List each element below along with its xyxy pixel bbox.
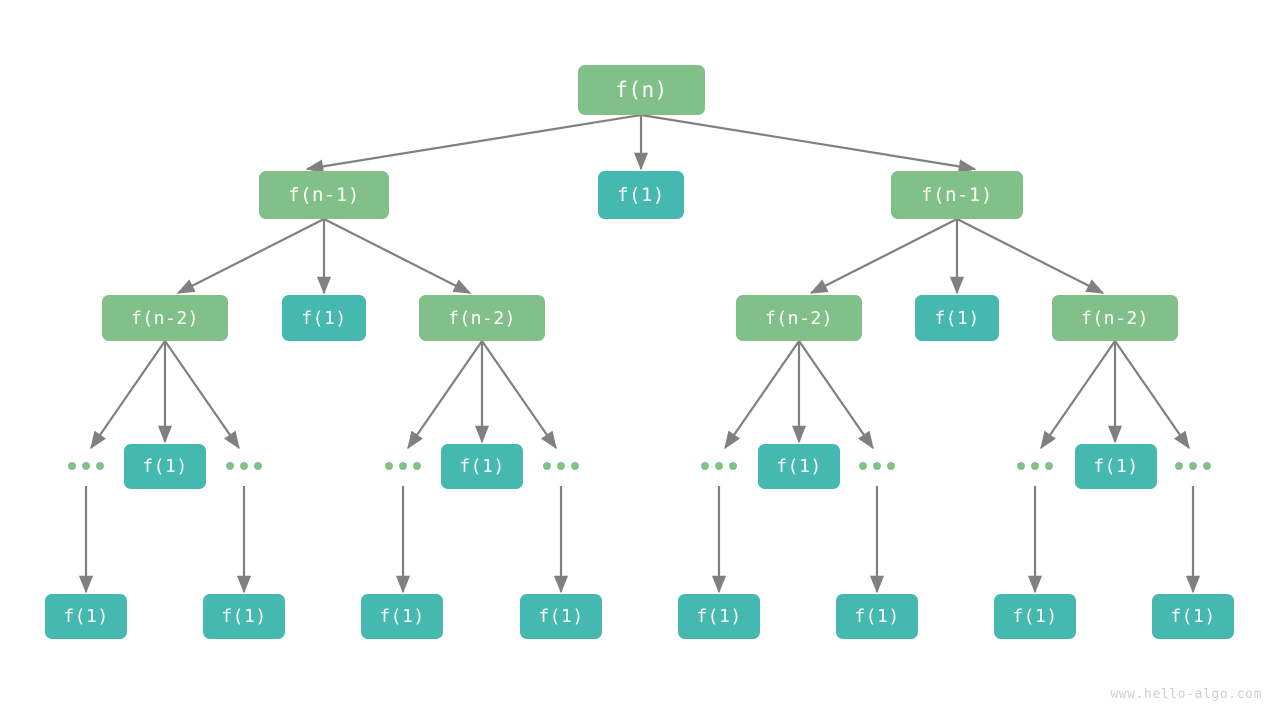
tree-edge <box>176 218 325 294</box>
ellipsis-e3-5 <box>543 462 579 470</box>
tree-node-l1-1[interactable]: f(1) <box>598 171 684 219</box>
ellipsis-dot <box>82 462 90 470</box>
tree-node-l4-2[interactable]: f(1) <box>361 594 443 639</box>
tree-node-l3-4[interactable]: f(1) <box>441 444 523 489</box>
ellipsis-dot <box>873 462 881 470</box>
tree-node-l4-7[interactable]: f(1) <box>1152 594 1234 639</box>
ellipsis-dot <box>385 462 393 470</box>
ellipsis-dot <box>715 462 723 470</box>
ellipsis-dot <box>543 462 551 470</box>
ellipsis-e3-9 <box>1017 462 1053 470</box>
tree-node-l2-4[interactable]: f(1) <box>915 295 999 341</box>
tree-node-l4-0[interactable]: f(1) <box>45 594 127 639</box>
tree-node-l2-3[interactable]: f(n-2) <box>736 295 862 341</box>
ellipsis-dot <box>240 462 248 470</box>
ellipsis-e3-6 <box>701 462 737 470</box>
ellipsis-e3-11 <box>1175 462 1211 470</box>
ellipsis-dot <box>1017 462 1025 470</box>
ellipsis-dot <box>859 462 867 470</box>
ellipsis-dot <box>399 462 407 470</box>
ellipsis-dot <box>413 462 421 470</box>
tree-node-l0-0[interactable]: f(n) <box>578 65 705 115</box>
tree-edge <box>481 340 557 450</box>
ellipsis-dot <box>701 462 709 470</box>
tree-edge <box>724 340 800 450</box>
ellipsis-dot <box>1175 462 1183 470</box>
tree-node-l3-1[interactable]: f(1) <box>124 444 206 489</box>
ellipsis-dot <box>887 462 895 470</box>
tree-node-l2-2[interactable]: f(n-2) <box>419 295 545 341</box>
tree-node-l4-4[interactable]: f(1) <box>678 594 760 639</box>
ellipsis-e3-0 <box>68 462 104 470</box>
tree-node-l4-5[interactable]: f(1) <box>836 594 918 639</box>
tree-node-l4-3[interactable]: f(1) <box>520 594 602 639</box>
ellipsis-dot <box>1203 462 1211 470</box>
ellipsis-dot <box>254 462 262 470</box>
tree-node-l3-10[interactable]: f(1) <box>1075 444 1157 489</box>
tree-edge <box>407 340 483 450</box>
ellipsis-dot <box>1189 462 1197 470</box>
ellipsis-dot <box>571 462 579 470</box>
tree-edge <box>323 218 472 294</box>
ellipsis-dot <box>96 462 104 470</box>
tree-node-l2-1[interactable]: f(1) <box>282 295 366 341</box>
ellipsis-e3-8 <box>859 462 895 470</box>
tree-node-l4-6[interactable]: f(1) <box>994 594 1076 639</box>
tree-node-l2-0[interactable]: f(n-2) <box>102 295 228 341</box>
tree-node-l4-1[interactable]: f(1) <box>203 594 285 639</box>
tree-edge <box>1040 340 1116 450</box>
tree-edge <box>956 218 1105 294</box>
tree-edge <box>798 340 874 450</box>
ellipsis-dot <box>729 462 737 470</box>
ellipsis-e3-2 <box>226 462 262 470</box>
ellipsis-dot <box>226 462 234 470</box>
tree-node-l2-5[interactable]: f(n-2) <box>1052 295 1178 341</box>
watermark-text: www.hello-algo.com <box>1110 687 1262 702</box>
tree-node-l1-0[interactable]: f(n-1) <box>259 171 389 219</box>
tree-edge <box>90 340 166 450</box>
tree-edge <box>640 113 977 174</box>
tree-edge <box>305 113 642 174</box>
ellipsis-dot <box>1045 462 1053 470</box>
tree-edge <box>1114 340 1190 450</box>
tree-edge <box>164 340 240 450</box>
tree-node-l1-2[interactable]: f(n-1) <box>891 171 1023 219</box>
edge-group <box>78 113 1201 594</box>
ellipsis-dot <box>1031 462 1039 470</box>
ellipsis-e3-3 <box>385 462 421 470</box>
tree-node-l3-7[interactable]: f(1) <box>758 444 840 489</box>
ellipsis-dot <box>68 462 76 470</box>
tree-edge <box>809 218 958 294</box>
ellipsis-dot <box>557 462 565 470</box>
